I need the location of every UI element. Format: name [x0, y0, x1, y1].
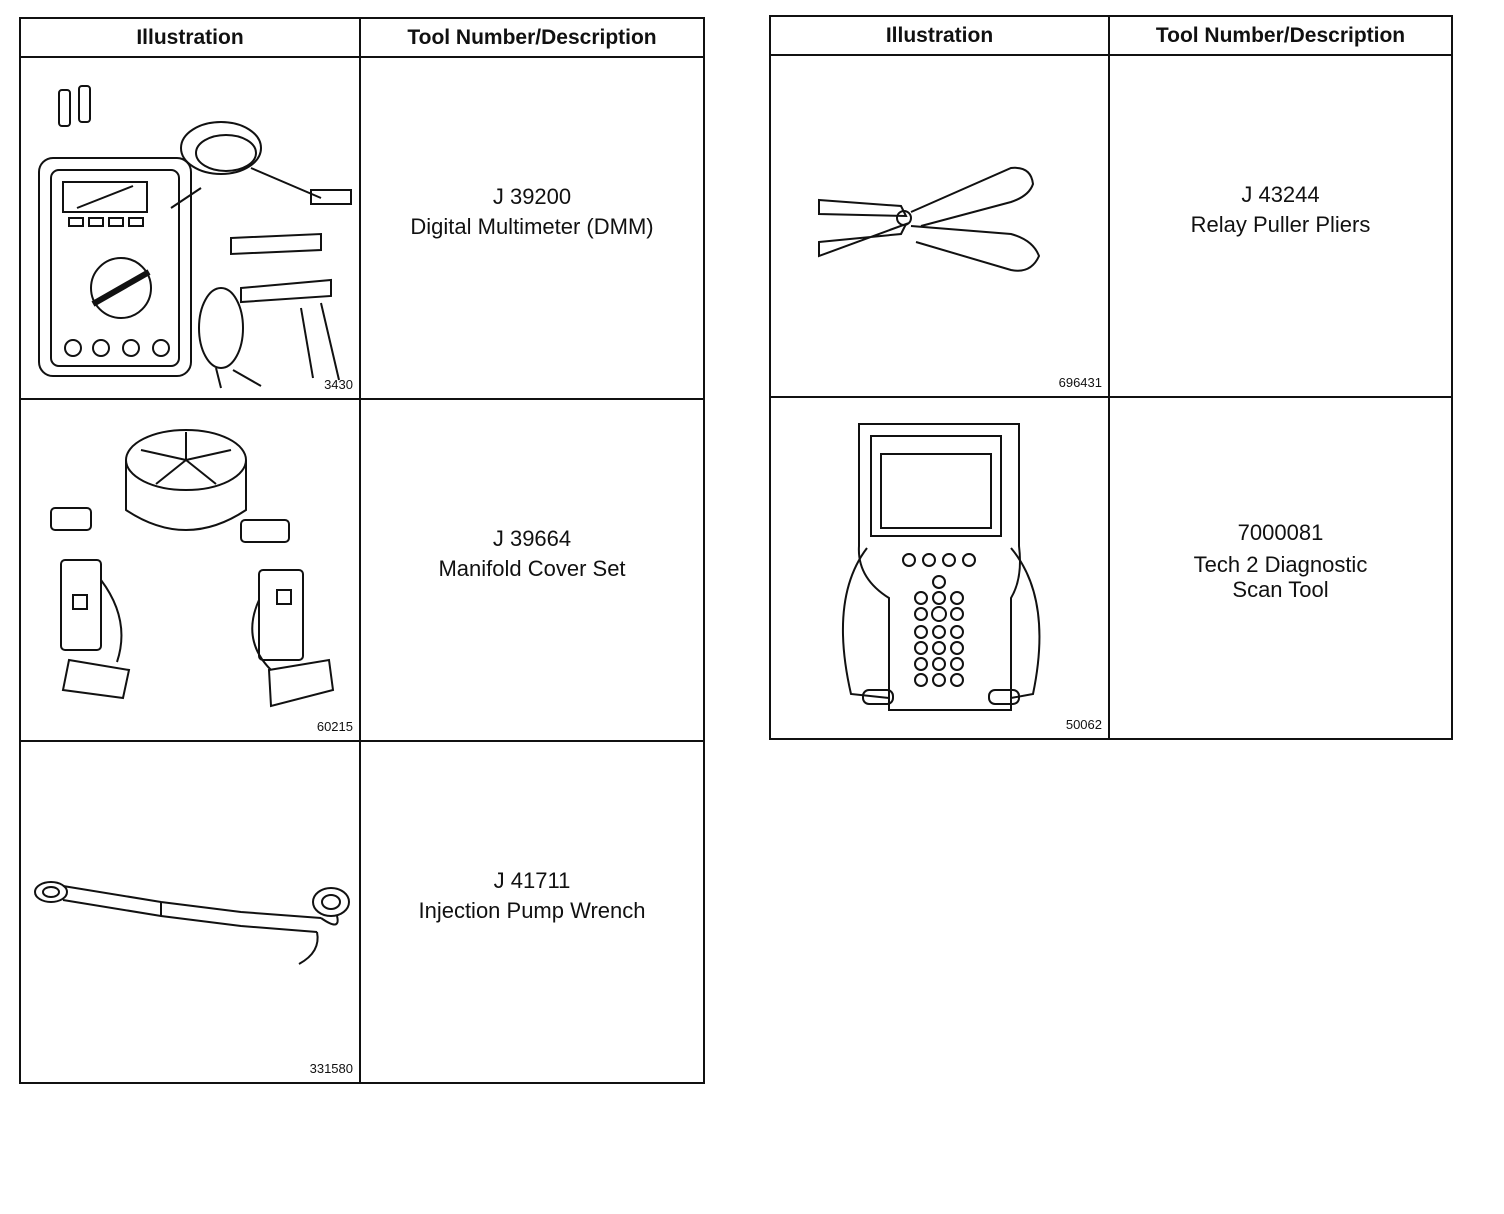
wrench-icon	[34, 881, 350, 965]
multimeter-icon	[38, 85, 352, 389]
table-row: 331580 J 41711 Injection Pump Wrench	[19, 740, 705, 1084]
figure-number: 50062	[1065, 717, 1102, 732]
illustration-cell: 696431	[769, 54, 1110, 398]
table-row: 696431 J 43244 Relay Puller Pliers	[769, 54, 1453, 398]
tool-table-right: Illustration Tool Number/Description 696…	[769, 15, 1453, 740]
figure-number: 331580	[309, 1061, 353, 1076]
tool-description-cell: J 43244 Relay Puller Pliers	[1108, 54, 1453, 398]
tool-description-header: Tool Number/Description	[359, 17, 705, 58]
illustration-cell: 60215	[19, 398, 361, 742]
pliers-icon	[818, 166, 1041, 272]
tool-number: 7000081	[1237, 520, 1324, 545]
tool-description-cell: J 39200 Digital Multimeter (DMM)	[359, 56, 705, 400]
tool-description: Relay Puller Pliers	[1190, 212, 1371, 237]
illustration-cell: 50062	[769, 396, 1110, 740]
tool-number: J 43244	[1241, 182, 1320, 207]
figure-number: 60215	[316, 719, 353, 734]
illustration-header: Illustration	[19, 17, 361, 58]
tool-description: Scan Tool	[1232, 577, 1329, 602]
tool-number: J 41711	[493, 868, 571, 893]
tool-description: Digital Multimeter (DMM)	[410, 214, 654, 239]
tool-number: J 39200	[492, 184, 572, 209]
figure-number: 696431	[1058, 375, 1102, 390]
figure-number: 3430	[324, 377, 353, 392]
table-row: 60215 J 39664 Manifold Cover Set	[19, 398, 705, 742]
illustration-header: Illustration	[769, 15, 1110, 56]
tool-description-cell: 7000081 Tech 2 Diagnostic Scan Tool	[1108, 396, 1453, 740]
tool-number: J 39664	[492, 526, 572, 551]
tool-table-left: Illustration Tool Number/Description	[19, 17, 705, 1084]
tool-description-cell: J 39664 Manifold Cover Set	[359, 398, 705, 742]
illustration-cell: 331580	[19, 740, 361, 1084]
tool-description-cell: J 41711 Injection Pump Wrench	[359, 740, 705, 1084]
tool-description: Manifold Cover Set	[438, 556, 626, 581]
scan-tool-icon	[841, 423, 1041, 711]
header-row: Illustration Tool Number/Description	[769, 15, 1453, 56]
tool-description: Injection Pump Wrench	[418, 898, 646, 923]
header-row: Illustration Tool Number/Description	[19, 17, 705, 58]
illustration-cell: 3430	[19, 56, 361, 400]
tool-description: Tech 2 Diagnostic	[1193, 552, 1368, 577]
table-row: 50062 7000081 Tech 2 Diagnostic Scan Too…	[769, 396, 1453, 740]
manifold-cover-icon	[50, 429, 335, 708]
table-row: 3430 J 39200 Digital Multimeter (DMM)	[19, 56, 705, 400]
tool-description-header: Tool Number/Description	[1108, 15, 1453, 56]
